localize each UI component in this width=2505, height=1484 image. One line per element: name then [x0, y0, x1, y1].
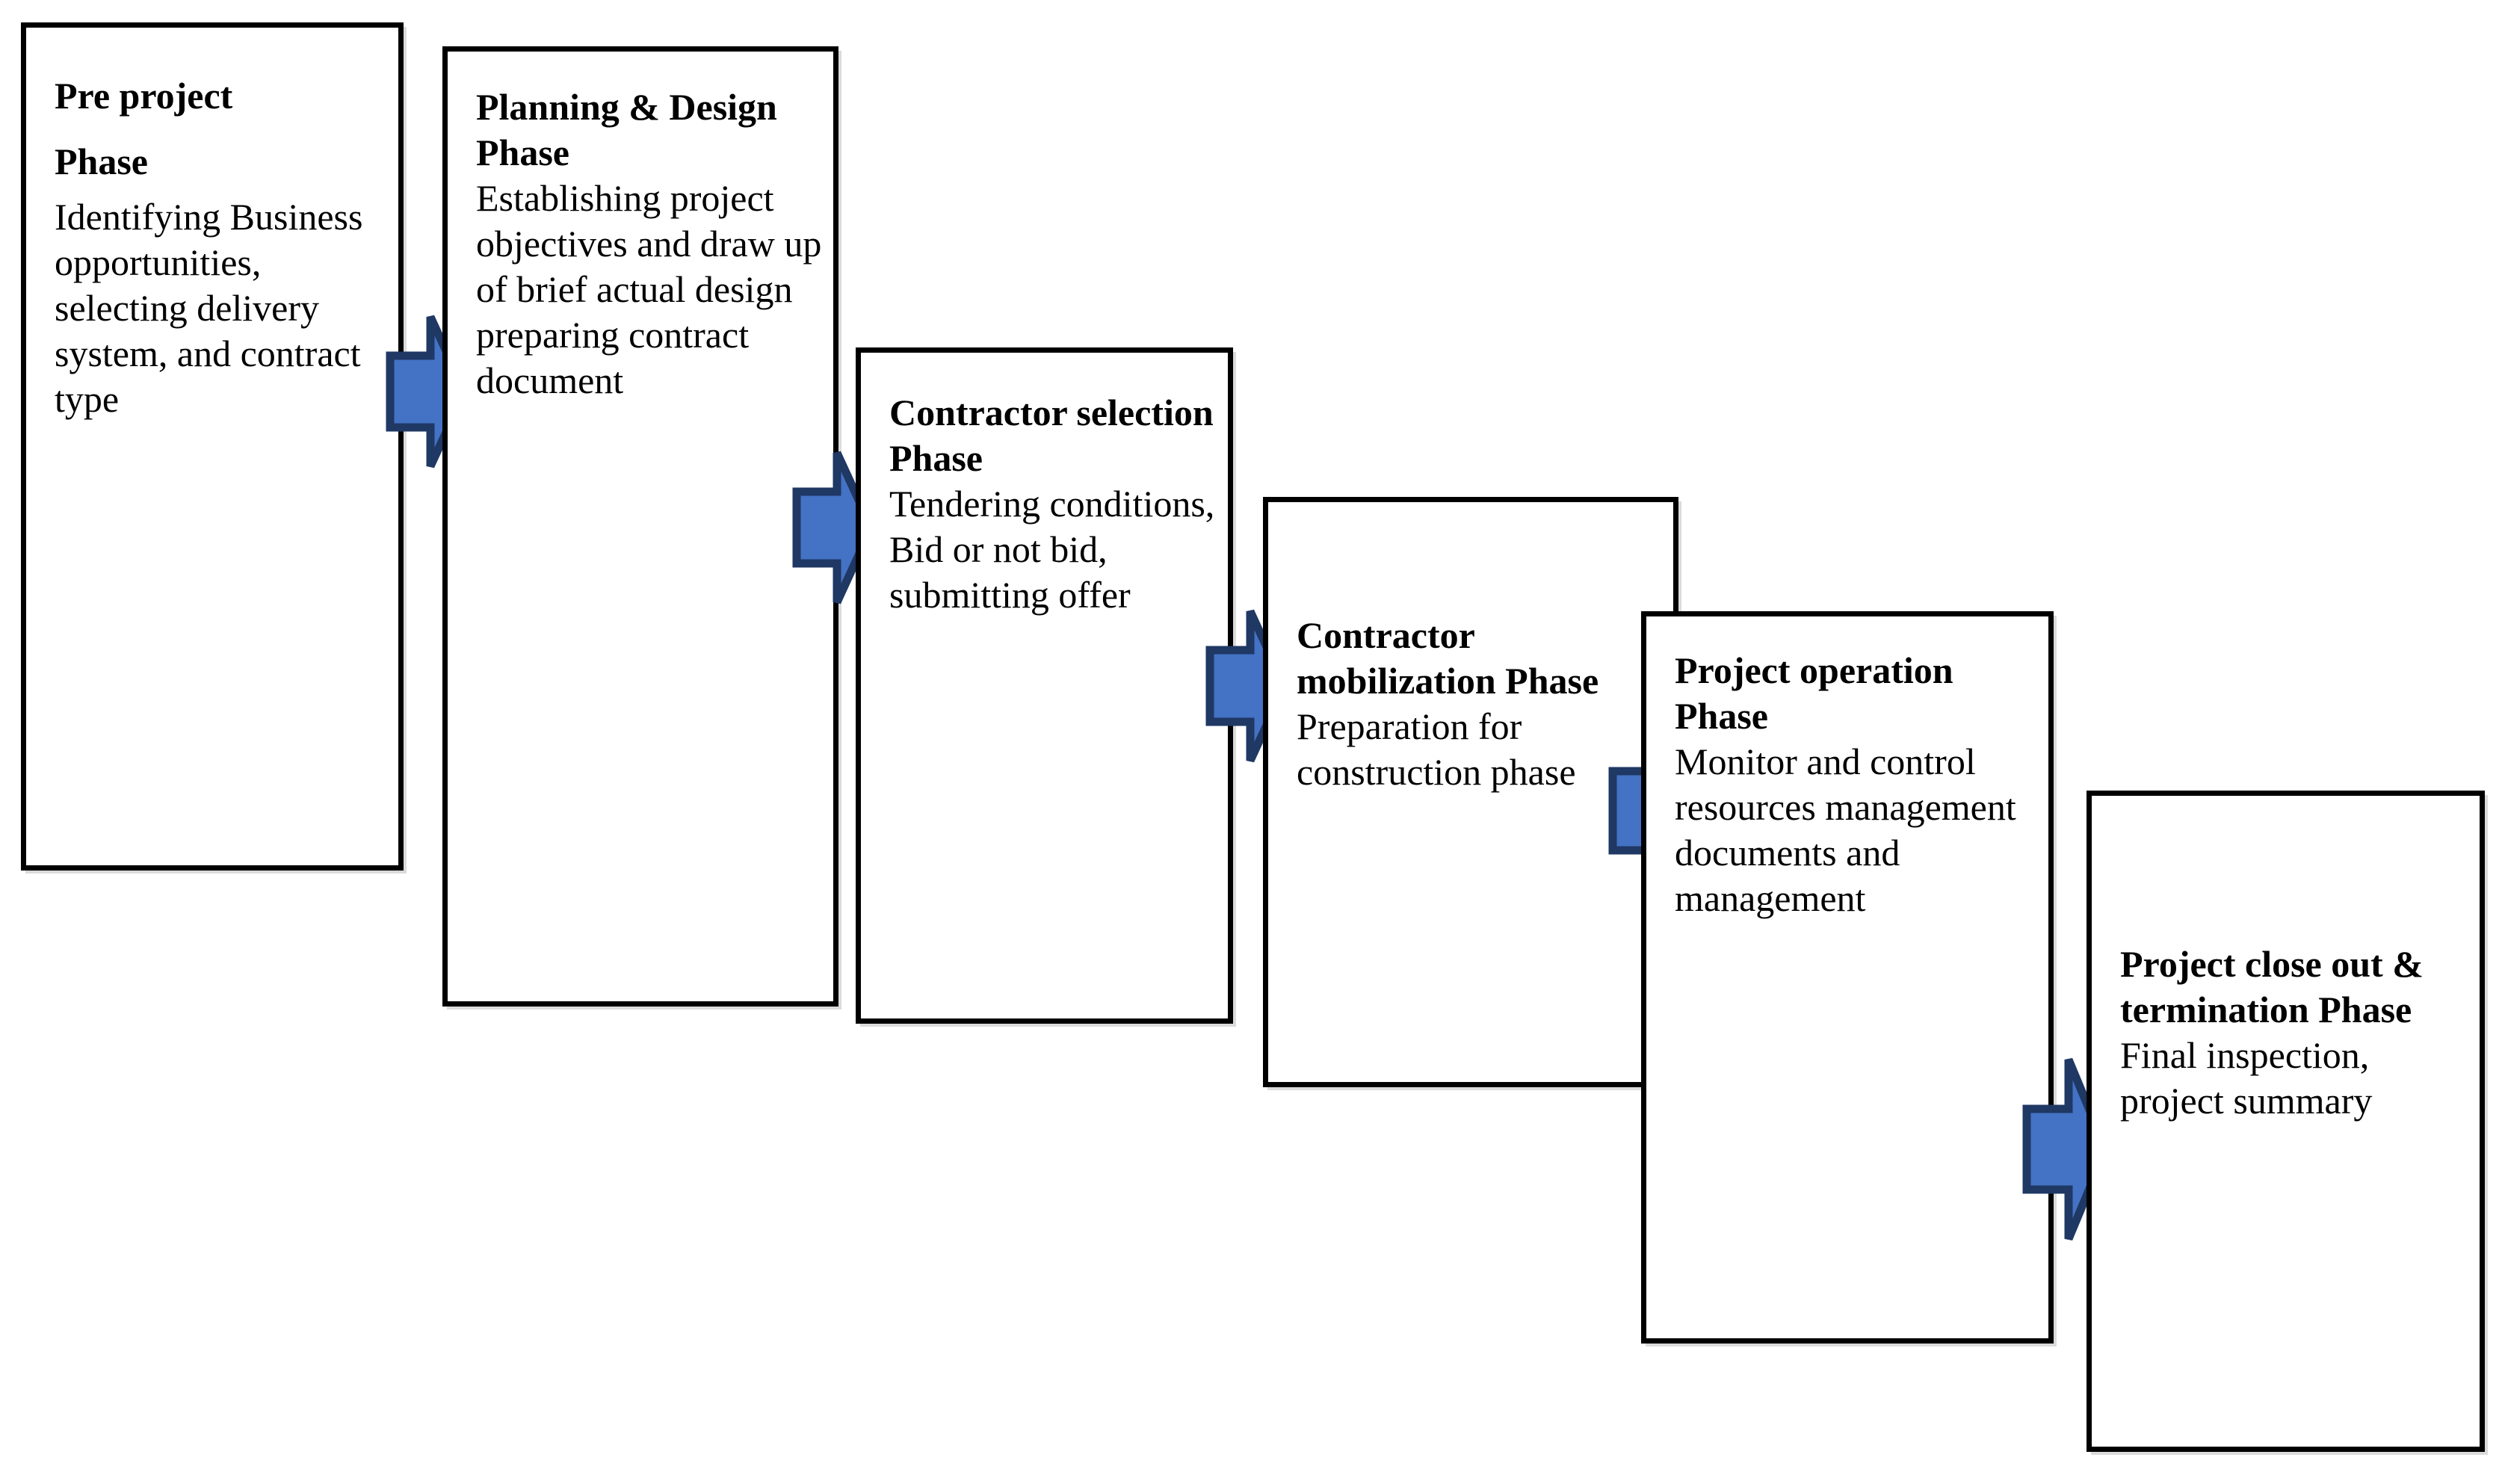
phase-description-project-operation: Monitor and control resources management…: [1675, 741, 2016, 919]
phase-title-contractor-selection: Contractor selection Phase: [889, 392, 1214, 479]
phase-box-pre-project[interactable]: Pre project Phase Identifying Business o…: [21, 22, 404, 871]
right-block-arrow-icon: [792, 451, 877, 605]
phase-text-planning-design: Planning & Design Phase Establishing pro…: [476, 84, 823, 404]
phase-box-project-close-out[interactable]: Project close out & termination Phase Fi…: [2087, 791, 2485, 1452]
phase-description-pre-project: Identifying Business opportunities, sele…: [55, 196, 363, 420]
phase-box-contractor-selection[interactable]: Contractor selection Phase Tendering con…: [856, 347, 1233, 1024]
phase-text-project-operation: Project operation Phase Monitor and cont…: [1675, 648, 2038, 921]
phase-text-project-close-out: Project close out & termination Phase Fi…: [2120, 942, 2469, 1124]
phase-description-project-close-out: Final inspection, project summary: [2120, 1034, 2373, 1122]
phase-box-project-operation[interactable]: Project operation Phase Monitor and cont…: [1641, 611, 2054, 1344]
phase-description-contractor-selection: Tendering conditions, Bid or not bid, su…: [889, 483, 1215, 616]
phase-title-contractor-mobilization: Contractor mobilization Phase: [1297, 614, 1599, 702]
phase-box-planning-design[interactable]: Planning & Design Phase Establishing pro…: [442, 46, 838, 1007]
phase-title-project-operation: Project operation Phase: [1675, 649, 1953, 737]
phase-title-pre-project: Pre project Phase: [55, 75, 233, 182]
phase-title-project-close-out: Project close out & termination Phase: [2120, 943, 2424, 1030]
phase-text-pre-project: Pre project Phase Identifying Business o…: [55, 64, 388, 422]
phase-description-planning-design: Establishing project objectives and draw…: [476, 177, 822, 401]
phase-description-contractor-mobilization: Preparation for construction phase: [1297, 705, 1576, 793]
phase-title-planning-design: Planning & Design Phase: [476, 86, 777, 173]
arrow-2-planning-to-contractor-selection: [792, 448, 877, 607]
phase-text-contractor-selection: Contractor selection Phase Tendering con…: [889, 390, 1217, 618]
phase-text-contractor-mobilization: Contractor mobilization Phase Preparatio…: [1297, 613, 1663, 795]
